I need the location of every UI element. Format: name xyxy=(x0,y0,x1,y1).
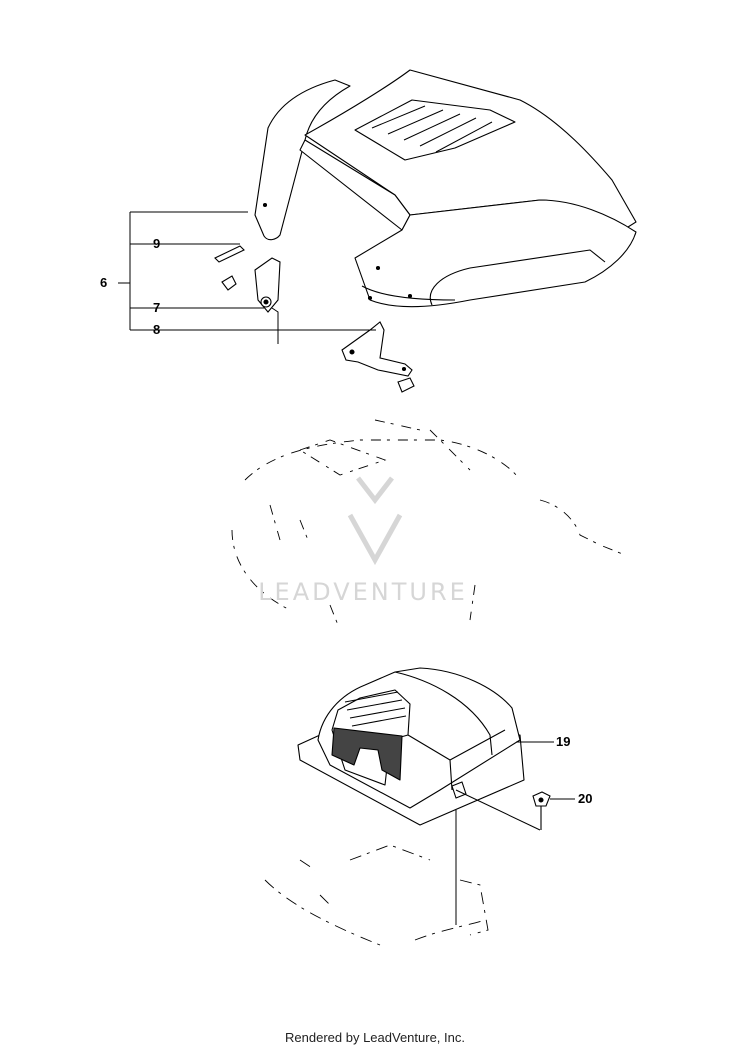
housing-dome xyxy=(394,671,493,756)
lower-housing-assembly xyxy=(297,667,525,826)
upper-leader-lines xyxy=(118,211,376,344)
hood-nose-lip xyxy=(429,249,606,306)
hood-nose-panel xyxy=(354,199,637,308)
callout-part-7[interactable]: 7 xyxy=(153,300,161,315)
housing-top-slats xyxy=(344,691,407,727)
support-bracket xyxy=(341,321,415,393)
bolt-part xyxy=(532,791,551,830)
housing-side-panel xyxy=(407,729,506,791)
hood-hole-2 xyxy=(407,293,413,299)
pin-part xyxy=(214,245,245,263)
chassis-sketch xyxy=(231,419,626,631)
hood-hole-1 xyxy=(375,265,381,271)
callout-part-9[interactable]: 9 xyxy=(153,236,161,251)
hood-hole-3 xyxy=(367,295,373,301)
watermark-logo xyxy=(347,476,403,566)
hinge-bracket xyxy=(221,257,281,313)
watermark-text: LEADVENTURE xyxy=(258,578,468,606)
callout-part-8[interactable]: 8 xyxy=(153,322,161,337)
callout-part-20[interactable]: 20 xyxy=(578,791,593,806)
hood-assembly xyxy=(254,69,637,308)
hood-side-vent xyxy=(361,285,456,301)
hood-left-fender xyxy=(254,79,351,241)
callout-part-19[interactable]: 19 xyxy=(556,734,571,749)
hood-hole-4 xyxy=(262,202,268,208)
lower-leader-lines xyxy=(455,741,575,925)
footer-credit: Rendered by LeadVenture, Inc. xyxy=(285,1030,465,1045)
hood-vent-frame xyxy=(354,99,516,161)
lower-chassis-sketch xyxy=(264,844,489,946)
callout-part-6[interactable]: 6 xyxy=(100,275,108,290)
housing-tab xyxy=(451,781,467,799)
housing-grille xyxy=(331,727,403,781)
hood-vent-slats xyxy=(371,105,493,153)
